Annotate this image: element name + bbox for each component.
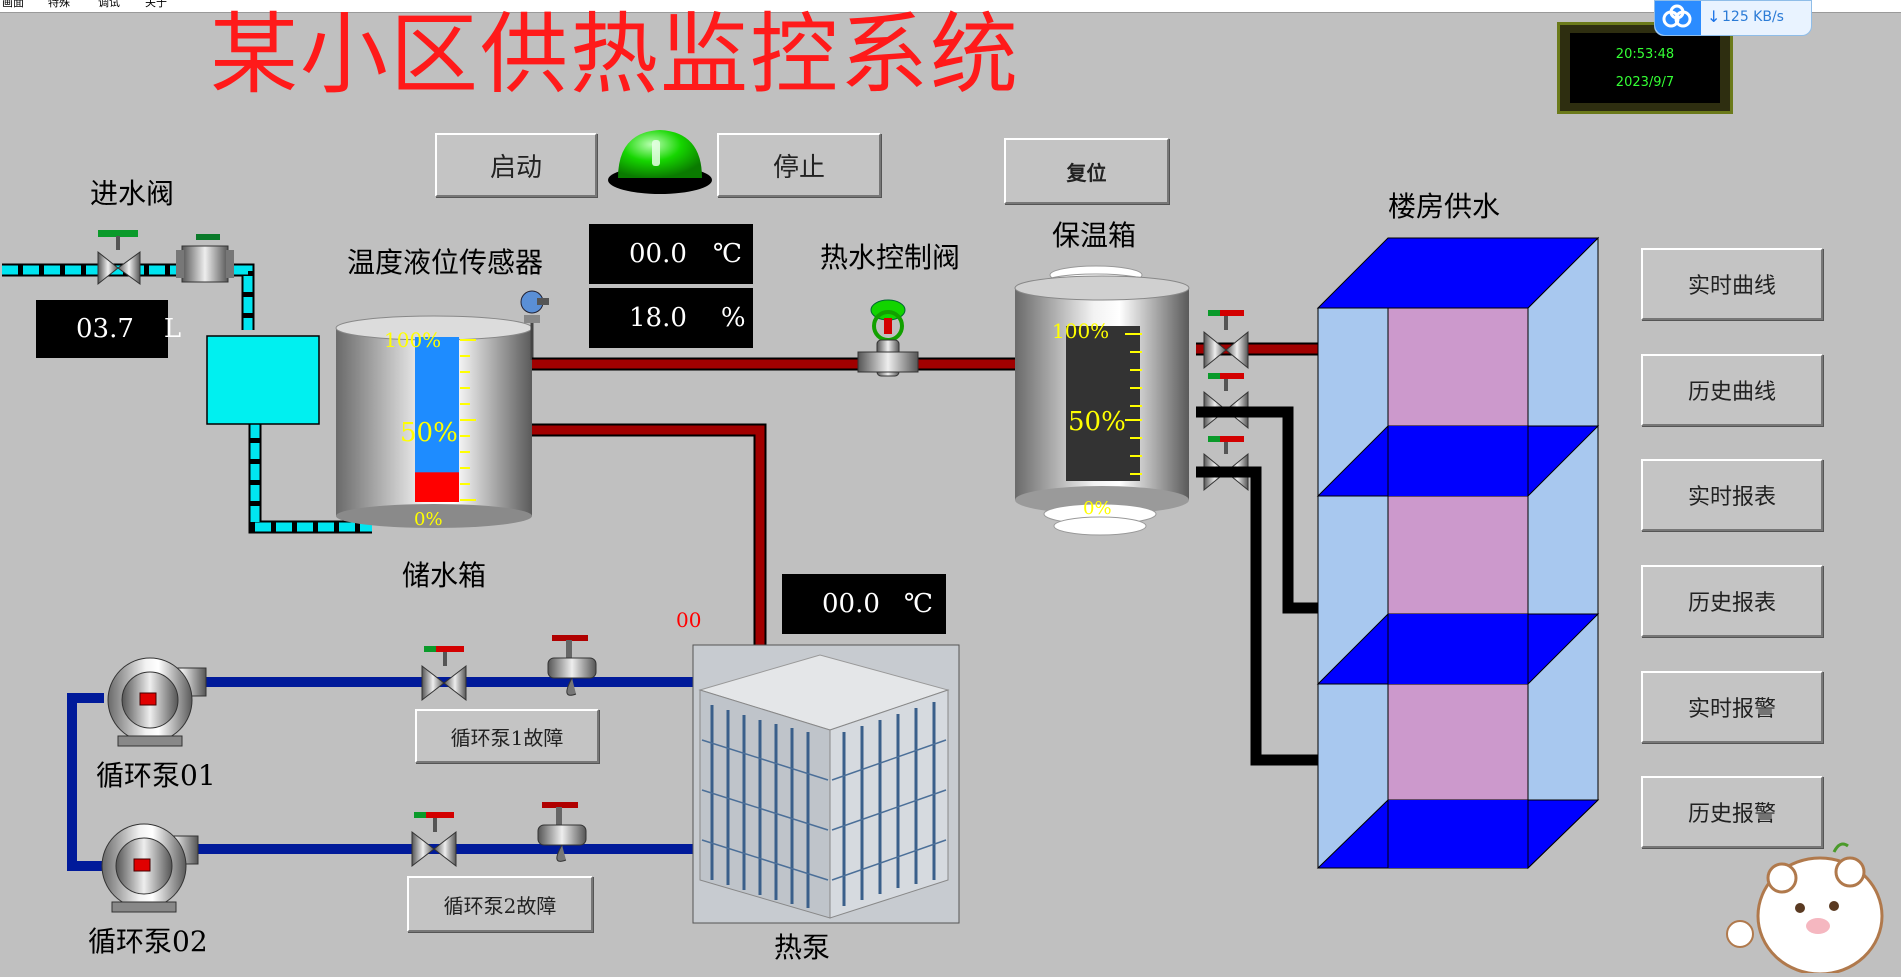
pump-1-fault-indicator: 循环泵1故障 <box>415 709 599 763</box>
heat-pump-counter: 00 <box>676 608 702 632</box>
clock-date: 2023/9/7 <box>1615 75 1675 90</box>
building-water-supply <box>1316 236 1600 870</box>
pump1-valve-icon[interactable] <box>421 646 467 702</box>
history-report-button[interactable]: 历史报表 <box>1641 565 1823 637</box>
pump2-faucet-icon[interactable] <box>537 802 587 862</box>
insulated-tank-label: 保温箱 <box>1052 219 1137 252</box>
heat-pump-label: 热泵 <box>774 931 831 964</box>
temperature-level-sensor-icon <box>520 290 549 360</box>
inlet-pipe <box>2 263 372 534</box>
clock-time: 20:53:48 <box>1615 47 1675 62</box>
sensor-label: 温度液位传感器 <box>347 246 544 279</box>
history-curve-button[interactable]: 历史曲线 <box>1641 354 1823 426</box>
sensor-temperature-unit: ℃ <box>712 239 742 269</box>
insulated-scale-bottom: 0% <box>1083 498 1112 519</box>
inlet-actuator-icon <box>176 234 234 283</box>
clock-widget: 20:53:48 2023/9/7 <box>1557 22 1733 114</box>
menu-item-special[interactable]: 特殊 <box>48 0 70 9</box>
insulated-scale-mid: 50% <box>1068 407 1126 437</box>
storage-tank-label: 储水箱 <box>402 559 487 592</box>
insulated-scale-top: 100% <box>1052 319 1109 343</box>
outlet-valve-2-icon[interactable] <box>1203 373 1249 430</box>
network-speed-value: 125 KB/s <box>1722 9 1784 25</box>
circulation-pump-1-icon[interactable] <box>107 657 207 747</box>
heat-pump-unit <box>692 644 960 924</box>
menu-item-debug[interactable]: 调试 <box>98 0 120 9</box>
sensor-level-display: 18.0 % <box>589 288 753 348</box>
download-arrow-icon: ↓ <box>1707 7 1721 26</box>
page-title: 某小区供热监控系统 <box>210 3 1021 106</box>
building-label: 楼房供水 <box>1388 190 1501 223</box>
circulation-pump-1-label: 循环泵01 <box>96 759 216 792</box>
heat-pump-temperature-value: 00.0 <box>822 589 880 619</box>
realtime-alarm-button[interactable]: 实时报警 <box>1641 671 1823 743</box>
return-pipe <box>1196 406 1318 766</box>
inlet-flow-unit: L <box>163 314 182 344</box>
sensor-level-unit: % <box>720 303 746 333</box>
outlet-valve-3-icon[interactable] <box>1203 436 1249 492</box>
storage-tank-level-bar <box>415 472 459 502</box>
cloud-icon <box>1655 1 1701 35</box>
realtime-report-button[interactable]: 实时报表 <box>1641 459 1823 531</box>
stop-button[interactable]: 停止 <box>717 133 881 197</box>
menu-bar: 画面 特殊 调试 关于 <box>0 0 1901 13</box>
heat-pump-temperature-unit: ℃ <box>903 589 933 619</box>
hot-water-pipe <box>532 342 1400 648</box>
mascot-widget-icon[interactable] <box>1722 836 1901 976</box>
reset-button[interactable]: 复位 <box>1004 138 1169 204</box>
hot-water-valve-label: 热水控制阀 <box>820 241 961 274</box>
heat-pump-temperature-display: 00.0 ℃ <box>782 574 946 634</box>
pump2-valve-icon[interactable] <box>411 812 457 868</box>
sensor-temperature-value: 00.0 <box>629 239 687 269</box>
inlet-flow-display: 03.7 L <box>36 300 181 358</box>
pump1-faucet-icon[interactable] <box>547 635 597 696</box>
network-speed-badge[interactable]: ↓ 125 KB/s <box>1654 0 1812 36</box>
menu-item-screen[interactable]: 画面 <box>2 0 24 9</box>
storage-scale-bottom: 0% <box>414 509 443 530</box>
sensor-level-value: 18.0 <box>629 303 687 333</box>
storage-scale-mid: 50% <box>400 418 458 448</box>
circulation-pump-2-label: 循环泵02 <box>88 925 208 958</box>
hot-water-control-valve-icon[interactable] <box>857 299 919 377</box>
insulated-tank: 100% 50% 0% <box>1014 265 1190 536</box>
inlet-valve-label: 进水阀 <box>90 177 175 210</box>
storage-tank: 100% 50% 0% <box>335 315 533 530</box>
inlet-flow-value: 03.7 <box>76 314 134 344</box>
circulation-pump-2-icon[interactable] <box>101 823 199 913</box>
realtime-curve-button[interactable]: 实时曲线 <box>1641 248 1823 320</box>
pump-2-fault-indicator: 循环泵2故障 <box>407 876 593 932</box>
run-indicator-lamp-icon <box>608 130 712 194</box>
history-alarm-button[interactable]: 历史报警 <box>1641 776 1823 848</box>
outlet-valve-1-icon[interactable] <box>1203 310 1249 370</box>
sensor-temperature-display: 00.0 ℃ <box>589 224 753 284</box>
inlet-valve-icon[interactable] <box>97 230 141 286</box>
start-button[interactable]: 启动 <box>435 133 597 197</box>
menu-item-about[interactable]: 关于 <box>145 0 167 9</box>
inlet-buffer-tank <box>206 335 320 425</box>
storage-scale-top: 100% <box>384 328 441 352</box>
